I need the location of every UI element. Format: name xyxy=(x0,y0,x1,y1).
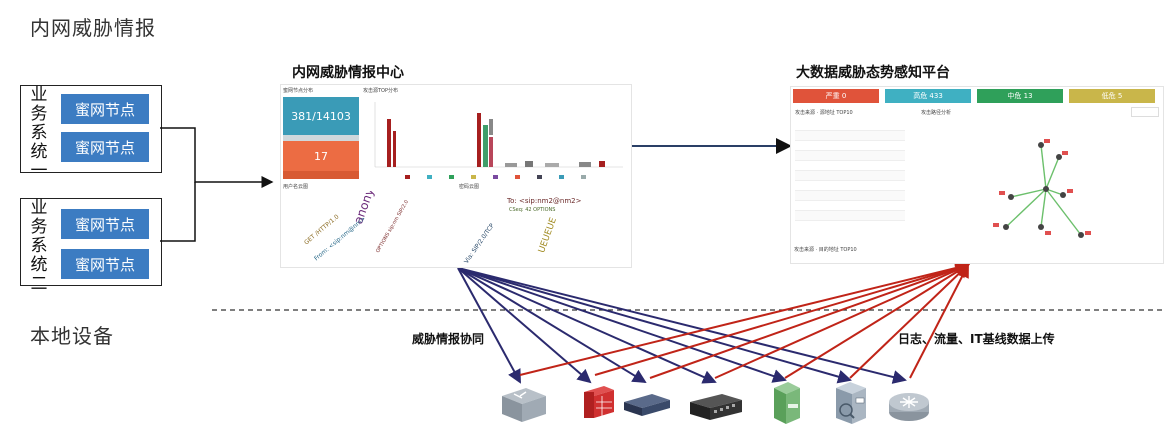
table-title: 攻击来源 · 源地址 TOP10 xyxy=(795,110,853,116)
intel-center-title: 内网威胁情报中心 xyxy=(292,65,404,81)
appliance-icon xyxy=(622,392,672,422)
stat-block: 381/14103 17 xyxy=(283,97,359,179)
cloud-word: CSeq: 42 OPTIONS xyxy=(509,207,556,213)
source-table xyxy=(795,121,905,221)
stat-divider xyxy=(283,135,359,141)
group-label-1: 业务系统一 xyxy=(30,85,48,181)
table-row xyxy=(795,151,905,161)
honeynet-node[interactable]: 蜜网节点 xyxy=(61,249,149,279)
panel-label: 密码云图 xyxy=(459,184,480,190)
business-system-2: 业务系统二 蜜网节点 蜜网节点 xyxy=(20,198,162,294)
table-row xyxy=(795,181,905,191)
flow-label-collab: 威胁情报协同 xyxy=(412,332,485,346)
honeynet-node[interactable]: 蜜网节点 xyxy=(61,94,149,124)
flow-label-upload: 日志、流量、IT基线数据上传 xyxy=(898,332,1055,346)
table-row xyxy=(795,211,905,221)
section-title-local: 本地设备 xyxy=(30,324,114,348)
panel-label: 蜜网节点分布 xyxy=(283,88,314,94)
panel-label: 攻击源TOP分布 xyxy=(363,88,399,94)
switch-icon xyxy=(496,382,548,428)
router-icon xyxy=(886,384,932,428)
stat-footer xyxy=(283,171,359,179)
table-row xyxy=(795,141,905,151)
table2-title: 攻击来源 · 目的地址 TOP10 xyxy=(794,247,857,253)
wordcloud-username: anonymous GET /HTTP/1.0 From: <sip:nm@nm… xyxy=(283,191,453,265)
table-row xyxy=(795,161,905,171)
metric-row: 严重 0 高危 433 中危 13 低危 5 xyxy=(793,89,1161,103)
honeynet-node[interactable]: 蜜网节点 xyxy=(61,132,149,162)
server-icon xyxy=(768,380,804,430)
metric-box: 中危 13 xyxy=(977,89,1063,103)
database-icon xyxy=(832,380,872,430)
zoom-select[interactable] xyxy=(1131,107,1159,117)
stat-main: 381/14103 xyxy=(283,97,359,135)
firewall-icon xyxy=(580,382,616,424)
cloud-word: OPTIONS sip:nm SIP/2.0 xyxy=(375,199,411,254)
table-row xyxy=(795,121,905,131)
map-title: 攻击路径分析 xyxy=(921,110,952,116)
metric-box: 严重 0 xyxy=(793,89,879,103)
cloud-word: To: <sip:nm2@nm2> xyxy=(507,197,582,205)
cloud-word: UEUEUE xyxy=(537,216,559,255)
honeynet-node[interactable]: 蜜网节点 xyxy=(61,209,149,239)
attack-path-map xyxy=(993,139,1091,238)
group-label-2: 业务系统二 xyxy=(30,198,48,294)
section-title-intranet: 内网威胁情报 xyxy=(30,16,156,40)
table-row xyxy=(795,131,905,141)
server-rack-icon xyxy=(688,392,744,426)
metric-box: 低危 5 xyxy=(1069,89,1155,103)
panel-label: 用户名云图 xyxy=(283,184,309,190)
stat-sub: 17 xyxy=(283,141,359,171)
intel-center-dashboard: 蜜网节点分布 攻击源TOP分布 381/14103 17 用户名云图 密码云图 xyxy=(280,84,632,268)
wordcloud-password: To: <sip:nm2@nm2> Via: SIP/2.0/TCP CSeq:… xyxy=(459,191,629,265)
platform-dashboard: 严重 0 高危 433 中危 13 低危 5 攻击来源 · 源地址 TOP10 攻击路… xyxy=(790,86,1164,264)
table-row xyxy=(795,201,905,211)
table-row xyxy=(795,171,905,181)
table-row xyxy=(795,191,905,201)
mini-bar-chart xyxy=(374,102,623,179)
business-system-1: 业务系统一 蜜网节点 蜜网节点 xyxy=(20,85,162,181)
cloud-word: Via: SIP/2.0/TCP xyxy=(463,222,496,265)
cloud-word: From: <sip:nm@nm> xyxy=(313,215,368,263)
metric-box: 高危 433 xyxy=(885,89,971,103)
platform-title: 大数据威胁态势感知平台 xyxy=(796,65,950,81)
